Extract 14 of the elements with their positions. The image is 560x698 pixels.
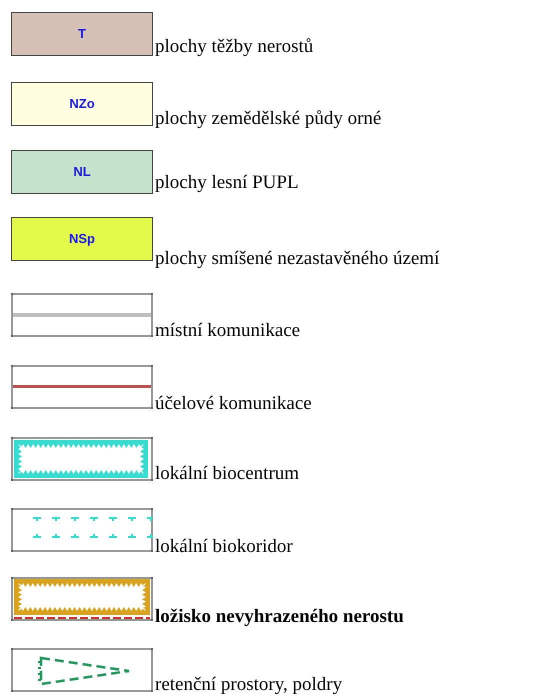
legend-text: lokální biocentrum — [155, 463, 300, 485]
legend-text: plochy těžby nerostů — [155, 36, 314, 58]
legend-text: místní komunikace — [155, 320, 300, 342]
legend-text: plochy zemědělské půdy orné — [155, 108, 382, 130]
legend-text: lokální biokoridor — [155, 536, 293, 558]
legend-text: účelové komunikace — [155, 393, 312, 415]
legend-text: ložisko nevyhrazeného nerostu — [155, 606, 404, 628]
area-code: NSp — [69, 230, 95, 248]
area-code: T — [78, 25, 86, 44]
area-code: NL — [73, 163, 91, 182]
legend-text: plochy smíšené nezastavěného území — [155, 248, 440, 270]
legend-text: retenční prostory, poldry — [155, 674, 342, 696]
area-code: NZo — [69, 95, 95, 114]
legend-text: plochy lesní PUPL — [155, 172, 299, 194]
